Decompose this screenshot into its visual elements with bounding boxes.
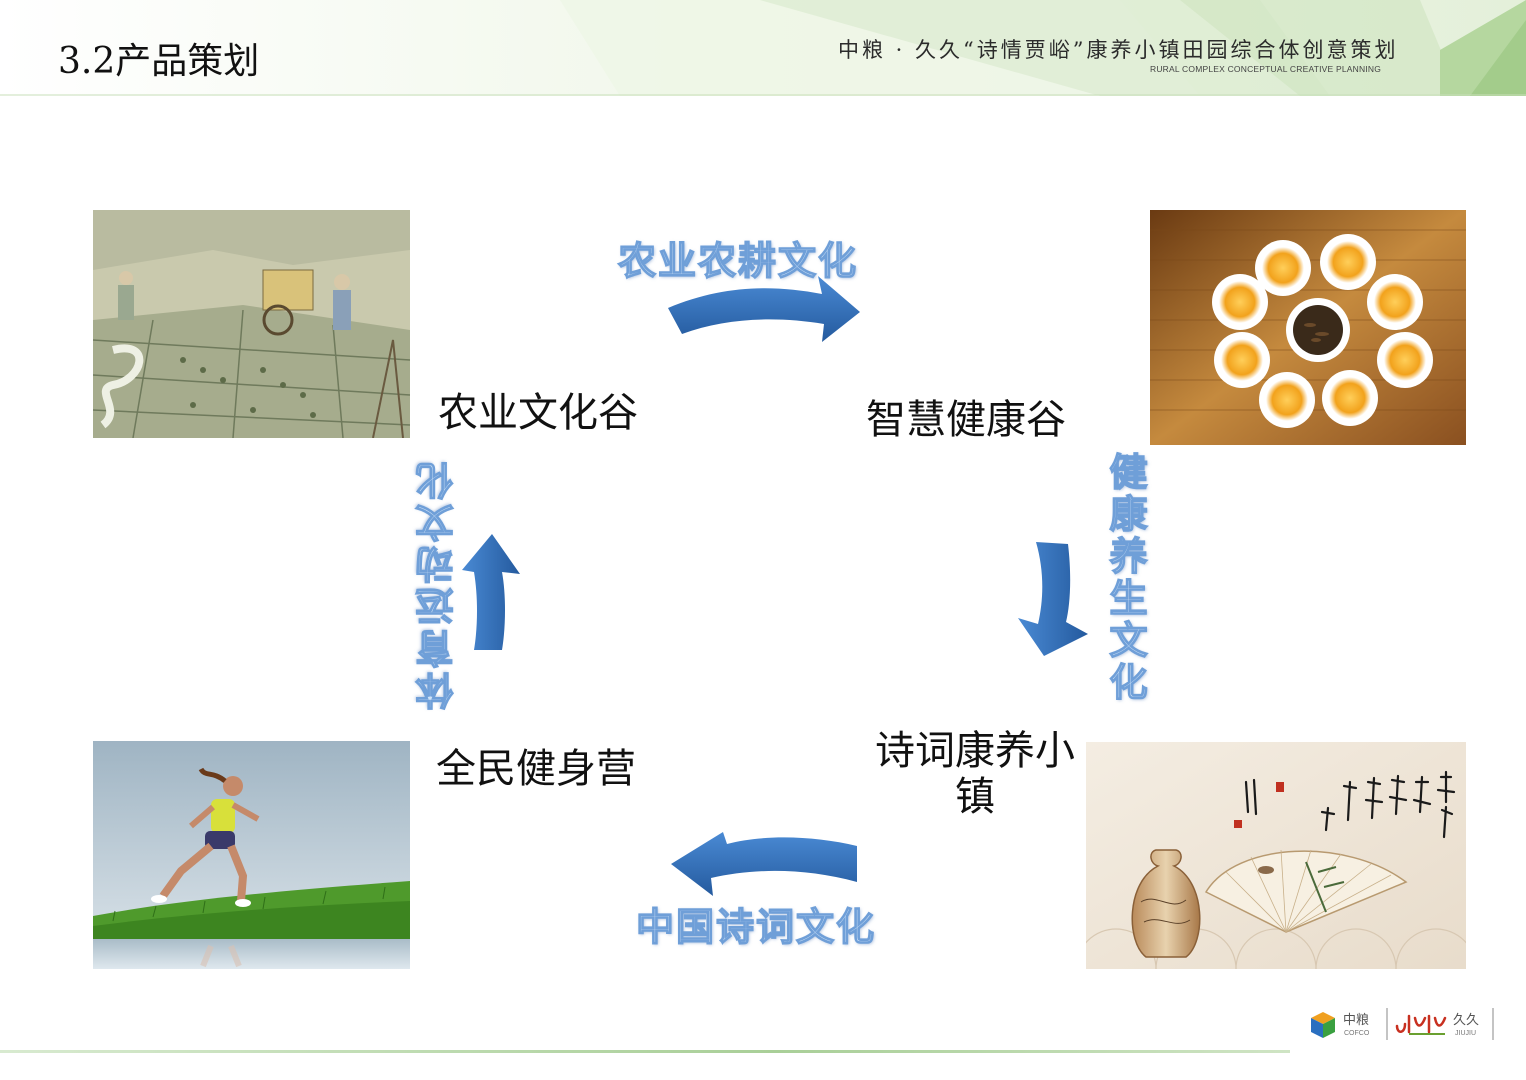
footer-logos: 中粮 COFCO 久久 JIUJIU (1311, 1008, 1494, 1040)
jiujiu-logo-en: JIUJIU (1455, 1030, 1476, 1037)
node-fitness-camp: 全民健身营 (436, 746, 636, 792)
vase-fan-calligraphy-image (1086, 742, 1466, 969)
arrow-bottom-left (671, 832, 857, 896)
node-smart-health-valley: 智慧健康谷 (866, 397, 1066, 443)
section-title: 3.2产品策划 (58, 41, 260, 82)
link-health-culture: 健康养生文化 (1102, 451, 1147, 704)
tea-cups-image (1150, 210, 1466, 445)
cofco-logo-icon (1311, 1012, 1335, 1038)
runner-image (93, 741, 410, 969)
arrow-top-right (668, 276, 860, 342)
project-title: 中粮 · 久久“诗情贾峪”康养小镇田园综合体创意策划 (838, 38, 1399, 62)
header-banner (0, 0, 1526, 96)
link-poetry-culture: 中国诗词文化 (635, 904, 877, 949)
arrow-left-up (462, 534, 520, 650)
cofco-logo-cn: 中粮 (1343, 1012, 1369, 1027)
project-subtitle: RURAL COMPLEX CONCEPTUAL CREATIVE PLANNI… (1150, 64, 1382, 74)
node-agriculture-valley: 农业文化谷 (438, 390, 638, 436)
footer-divider (0, 1050, 1290, 1053)
jiujiu-logo-cn: 久久 (1453, 1012, 1479, 1027)
cofco-logo-en: COFCO (1344, 1030, 1370, 1037)
arrow-right-down (1018, 542, 1088, 656)
jiujiu-logo-icon (1395, 1014, 1447, 1035)
node-poetry-wellness-town: 诗词康养小镇 (875, 728, 1075, 820)
farming-painting-image (93, 210, 410, 438)
link-farming-culture: 农业农耕文化 (617, 238, 859, 283)
